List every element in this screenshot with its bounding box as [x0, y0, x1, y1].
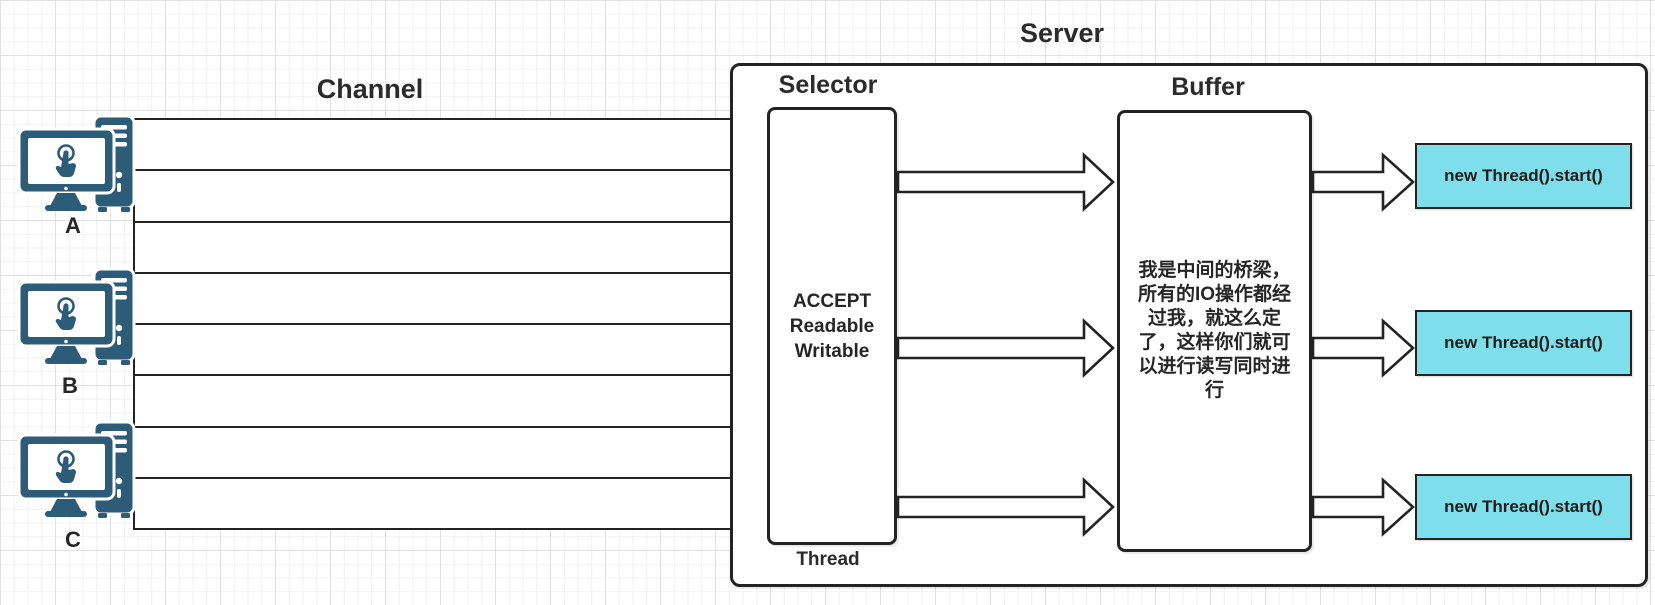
channel-rows	[133, 118, 730, 530]
buffer-text-line: 行	[1204, 380, 1224, 401]
client-label: A	[65, 213, 81, 238]
selector-keyword: Readable	[789, 315, 875, 337]
selector-keyword: ACCEPT	[792, 290, 872, 312]
thread-box: new Thread().start()	[1415, 474, 1632, 540]
buffer-text-line: 我是中间的桥梁，	[1138, 260, 1291, 281]
client-computer-icon	[16, 420, 136, 520]
buffer-box: 我是中间的桥梁， 所有的IO操作都经 过我，就这么定 了，这样你们就可 以进行读…	[1117, 110, 1312, 552]
client-label: C	[65, 527, 81, 552]
channel-row	[135, 223, 730, 274]
channel-row	[135, 376, 730, 428]
buffer-text-line: 了，这样你们就可	[1138, 332, 1291, 353]
client-computer-icon	[16, 114, 136, 214]
thread-box: new Thread().start()	[1415, 143, 1632, 209]
client-computer-icon	[16, 267, 136, 367]
thread-box: new Thread().start()	[1415, 310, 1632, 376]
thread-label: Thread	[796, 549, 860, 570]
selector-title: Selector	[778, 71, 878, 99]
client-label: B	[62, 373, 78, 398]
server-title: Server	[1019, 18, 1105, 48]
channel-row	[135, 479, 730, 528]
buffer-text-line: 以进行读写同时进	[1138, 356, 1291, 377]
buffer-text-line: 所有的IO操作都经	[1137, 284, 1292, 305]
channel-row	[135, 274, 730, 325]
channel-row	[135, 171, 730, 223]
channel-row	[135, 428, 730, 479]
buffer-title: Buffer	[1171, 73, 1245, 101]
selector-keyword: Writable	[794, 340, 870, 362]
channel-row	[135, 325, 730, 377]
selector-box: ACCEPT Readable Writable	[767, 107, 897, 545]
channel-row	[135, 120, 730, 172]
channel-title: Channel	[316, 74, 424, 104]
buffer-text-line: 过我，就这么定	[1147, 308, 1281, 329]
